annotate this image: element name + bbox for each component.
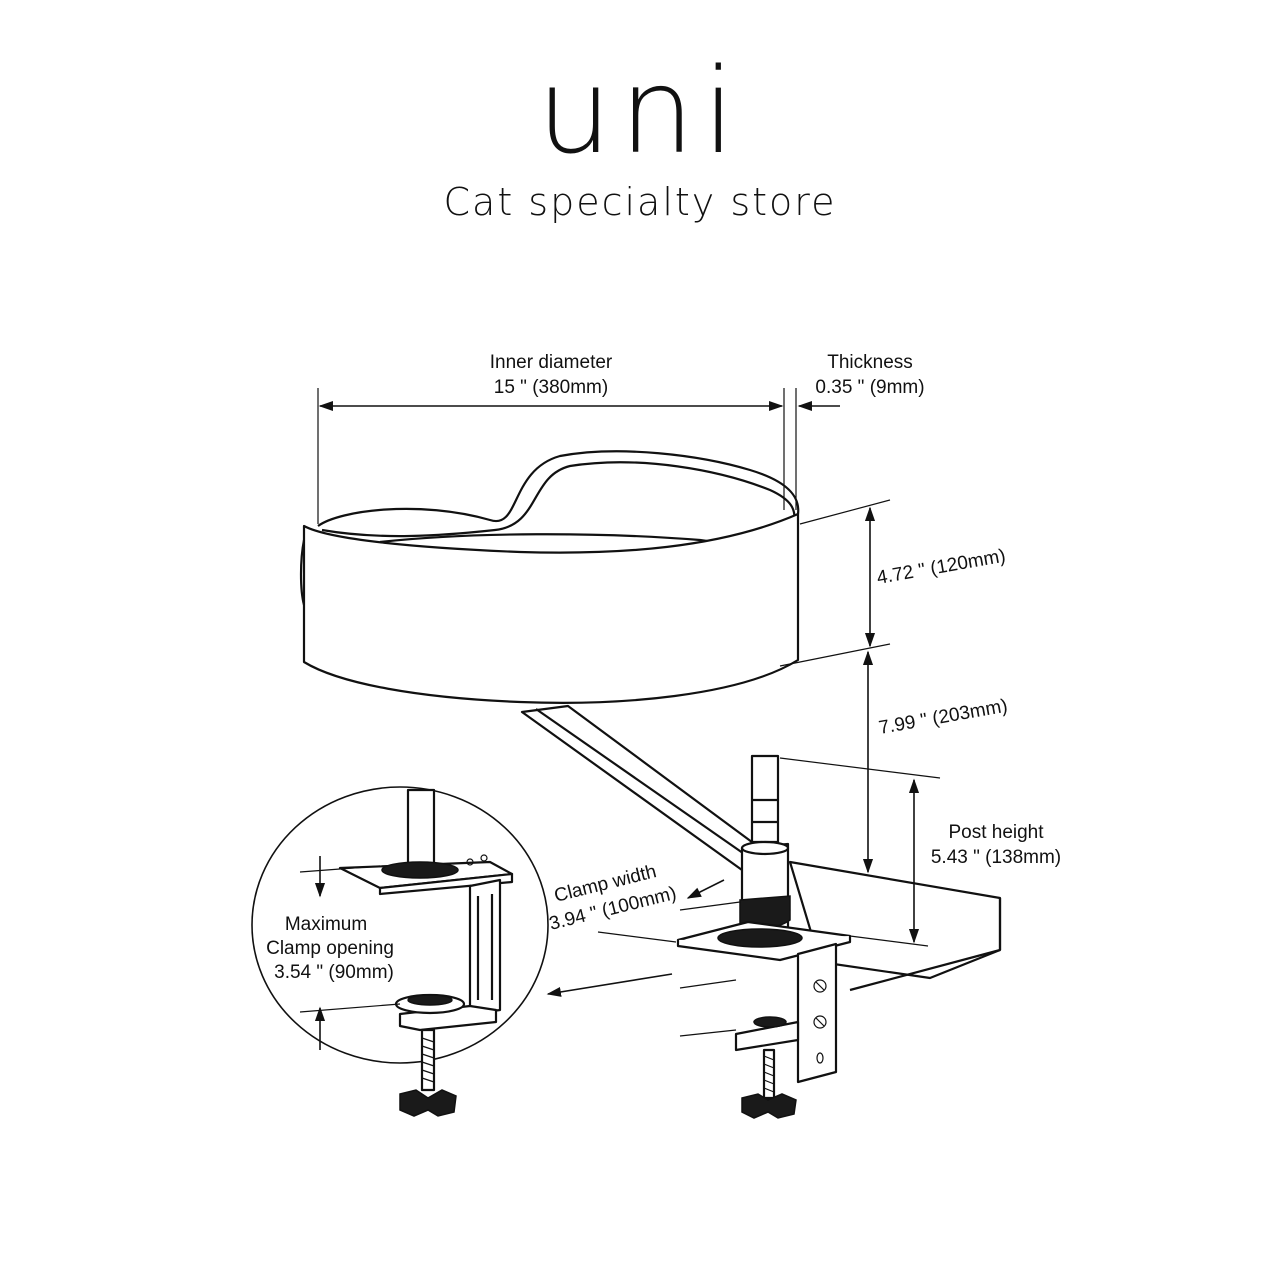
bed-height-value: 4.72 " (120mm)	[875, 546, 1007, 589]
inner-diameter-label: Inner diameter	[490, 352, 613, 373]
clamp-opening-value: 3.54 " (90mm)	[274, 962, 394, 983]
clamp-opening-label-1: Maximum	[285, 914, 367, 935]
thickness-label: Thickness	[827, 352, 913, 373]
support-arm	[520, 704, 762, 872]
dimension-lines	[317, 388, 941, 1037]
post-height-value: 5.43 " (138mm)	[931, 847, 1061, 868]
clamp-opening-label-2: Clamp opening	[266, 938, 394, 959]
brand-tagline: Cat specialty store	[443, 180, 837, 224]
cat-bed-bowl	[299, 450, 800, 704]
post-height-label: Post height	[948, 822, 1044, 843]
brand-name: uni	[536, 42, 744, 180]
support-post	[739, 754, 791, 936]
inner-diameter-value: 15 " (380mm)	[494, 377, 608, 398]
arm-drop-value: 7.99 " (203mm)	[877, 696, 1009, 739]
desk-clamp	[676, 920, 852, 1119]
thickness-value: 0.35 " (9mm)	[815, 377, 924, 398]
clamp-detail-callout	[251, 786, 549, 1117]
